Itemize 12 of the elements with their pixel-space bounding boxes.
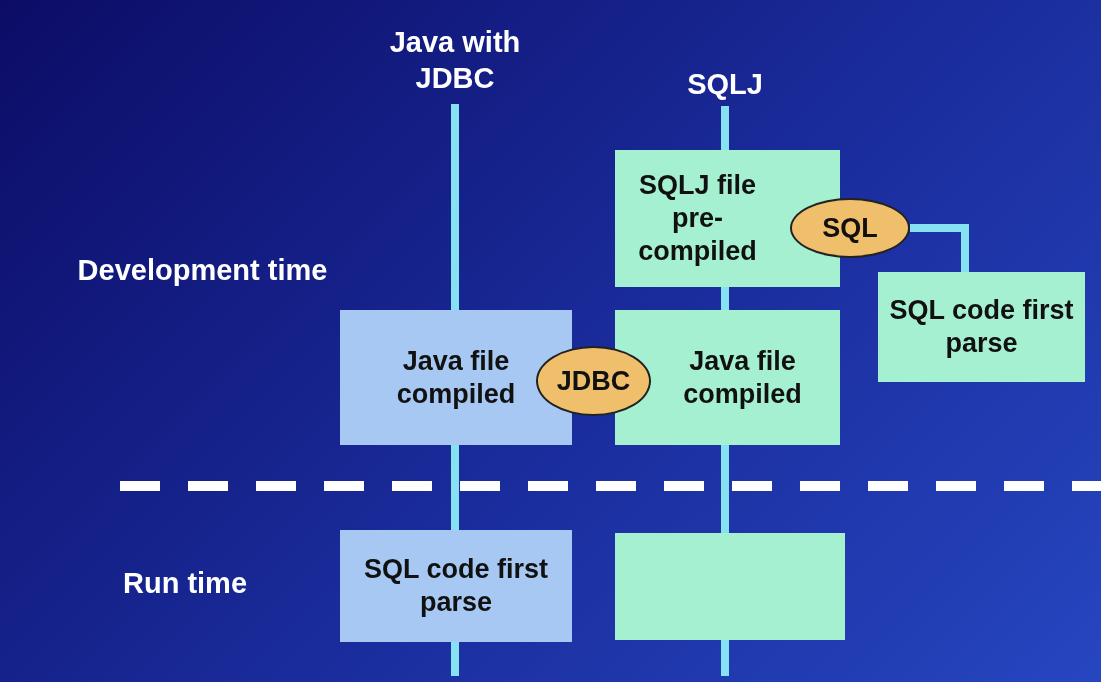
connector-line — [910, 224, 969, 272]
empty-box — [615, 533, 845, 640]
connector-line — [721, 445, 729, 533]
row-heading: Run time — [121, 566, 249, 601]
label-ellipse: SQL — [790, 198, 910, 258]
row-heading: Development time — [76, 253, 329, 288]
connector-line — [451, 445, 459, 530]
column-heading: SQLJ — [650, 64, 800, 104]
process-box: SQL code first parse — [340, 530, 572, 642]
connector-line — [721, 287, 729, 310]
column-heading: Java with JDBC — [350, 18, 560, 102]
process-box: SQL code first parse — [878, 272, 1085, 382]
